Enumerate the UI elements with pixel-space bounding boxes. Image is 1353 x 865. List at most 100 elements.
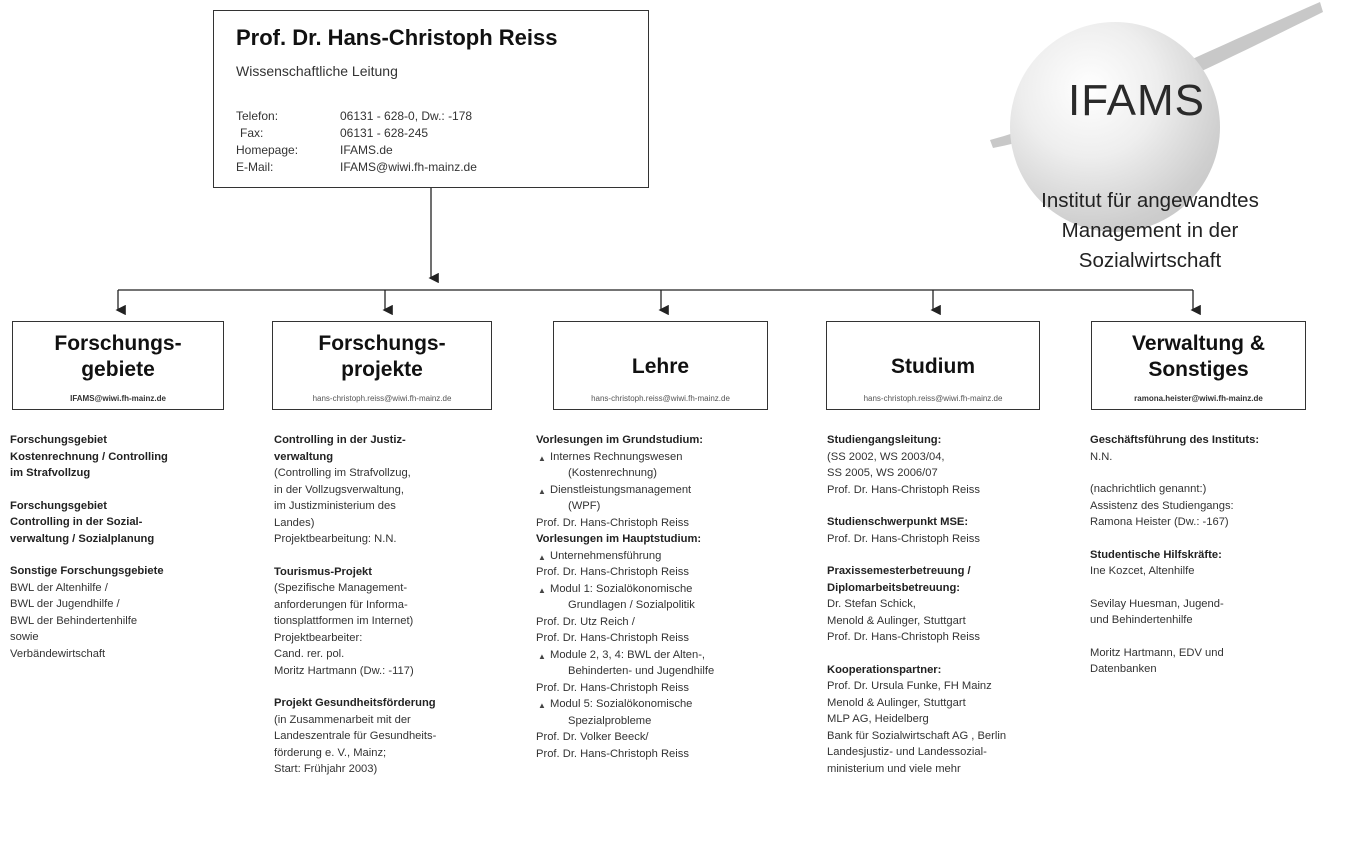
text-line: und Behindertenhilfe <box>1090 614 1193 626</box>
spacer <box>827 498 1087 514</box>
text-line: SS 2005, WS 2006/07 <box>827 467 938 479</box>
text-line: (Spezifische Management- <box>274 582 408 594</box>
text-line: im Justizministerium des <box>274 500 396 512</box>
bullet-item: Unternehmensführung <box>536 548 806 565</box>
bullet-item: Modul 5: Sozialökonomische <box>536 696 806 714</box>
contact-row-fax: Fax:06131 - 628-245 <box>236 126 428 140</box>
text-line: Spezialprobleme <box>568 714 652 727</box>
text-line: Cand. rer. pol. <box>274 648 345 660</box>
header-title: Studium <box>827 322 1039 380</box>
text-line: (Kostenrechnung) <box>568 467 657 479</box>
header-title: Verwaltung & Sonstiges <box>1092 322 1305 383</box>
text-line: (WPF) <box>568 500 601 512</box>
text-line: Moritz Hartmann (Dw.: -117) <box>274 664 414 677</box>
column-studium: Studiengangsleitung: (SS 2002, WS 2003/04… <box>827 432 1087 777</box>
text-line: Datenbanken <box>1090 663 1157 675</box>
spacer <box>274 679 534 695</box>
spacer <box>1090 629 1350 645</box>
logo-sphere <box>1010 22 1220 232</box>
text-line: Prof. Dr. Hans-Christoph Reiss <box>827 483 980 496</box>
text-line: BWL der Behindertenhilfe <box>10 614 138 627</box>
text-line: Verbändewirtschaft <box>10 647 106 660</box>
section-heading: Projekt Gesundheitsförderung <box>274 697 436 709</box>
text-line: N.N. <box>1090 450 1113 463</box>
section-heading: Studiengangsleitung: <box>827 434 942 446</box>
header-email[interactable]: ramona.heister@wiwi.fh-mainz.de <box>1134 394 1263 403</box>
header-title: Lehre <box>554 322 767 380</box>
bullet-item: Module 2, 3, 4: BWL der Alten-, <box>536 647 806 664</box>
contact-row-homepage: Homepage: IFAMS.de <box>236 143 393 157</box>
text-line: Moritz Hartmann, EDV und <box>1090 646 1224 659</box>
contact-value[interactable]: IFAMS.de <box>340 143 393 157</box>
section-heading: Studentische Hilfskräfte: <box>1090 548 1222 561</box>
contact-label: Telefon: <box>236 109 279 123</box>
text-line: Grundlagen / Sozialpolitik <box>568 599 695 611</box>
header-box-forschungsgebiete: Forschungs- gebiete IFAMS@wiwi.fh-mainz.… <box>12 321 224 410</box>
text-line: Behinderten- und Jugendhilfe <box>568 665 715 677</box>
director-name: Prof. Dr. Hans-Christoph Reiss <box>236 25 558 50</box>
spacer <box>1090 465 1350 481</box>
section-heading: Geschäftsführung des Instituts: <box>1090 434 1260 446</box>
text-line: Menold & Aulinger, Stuttgart <box>827 614 966 627</box>
text-line: Landeszentrale für Gesundheits- <box>274 730 437 742</box>
contact-value[interactable]: IFAMS@wiwi.fh-mainz.de <box>340 160 477 174</box>
text-line: Landesjustiz- und Landessozial- <box>827 746 987 758</box>
text-line: Projektbearbeitung: N.N. <box>274 533 397 545</box>
section-heading: Kostenrechnung / Controlling <box>10 450 168 463</box>
section-heading: Sonstige Forschungsgebiete <box>10 565 164 577</box>
text-line: anforderungen für Informa- <box>274 598 408 611</box>
contact-label: Homepage: <box>236 143 299 157</box>
text-line: Projektbearbeiter: <box>274 631 363 644</box>
section-heading: Vorlesungen im Grundstudium: <box>536 434 703 446</box>
contact-label: E-Mail: <box>236 160 274 174</box>
text-line: Prof. Dr. Hans-Christoph Reiss <box>536 566 689 578</box>
bullet-item: Internes Rechnungswesen <box>536 449 806 466</box>
connector-lines <box>115 188 1201 316</box>
header-box-forschungsprojekte: Forschungs- projekte hans-christoph.reis… <box>272 321 492 410</box>
section-heading: Forschungsgebiet <box>10 434 107 446</box>
column-verwaltung: Geschäftsführung des Instituts: N.N. (nach… <box>1090 432 1350 678</box>
header-title: Forschungs- projekte <box>273 322 491 383</box>
text-line: Start: Frühjahr 2003) <box>274 763 378 775</box>
header-title: Forschungs- gebiete <box>13 322 223 383</box>
institute-line: Sozialwirtschaft <box>1078 249 1222 272</box>
text-line: Prof. Dr. Hans-Christoph Reiss <box>536 747 689 760</box>
section-heading: Kooperationspartner: <box>827 663 942 676</box>
spacer <box>10 482 250 498</box>
header-box-lehre: Lehre hans-christoph.reiss@wiwi.fh-mainz… <box>553 321 768 410</box>
contact-row-email: E-Mail: IFAMS@wiwi.fh-mainz.de <box>236 160 477 174</box>
text-line: BWL der Jugendhilfe / <box>10 598 120 610</box>
text-line: (in Zusammenarbeit mit der <box>274 713 411 726</box>
section-heading: Controlling in der Sozial- <box>10 516 143 528</box>
header-title-line: projekte <box>341 358 423 381</box>
section-heading: im Strafvollzug <box>10 467 91 479</box>
column-lehre: Vorlesungen im Grundstudium: Internes Rec… <box>536 432 806 762</box>
header-title-line: Verwaltung & <box>1131 332 1266 355</box>
section-heading: Praxissemesterbetreuung / <box>827 565 971 577</box>
spacer <box>827 547 1087 563</box>
institute-name: Institut für angewandtes Management in d… <box>980 186 1320 276</box>
text-line: (nachrichtlich genannt:) <box>1090 483 1207 495</box>
header-email[interactable]: hans-christoph.reiss@wiwi.fh-mainz.de <box>863 394 1003 403</box>
text-line: ministerium und viele mehr <box>827 762 961 775</box>
text-line: Prof. Dr. Hans-Christoph Reiss <box>536 681 689 694</box>
text-line: (SS 2002, WS 2003/04, <box>827 450 945 463</box>
header-email[interactable]: hans-christoph.reiss@wiwi.fh-mainz.de <box>312 394 452 403</box>
text-line: MLP AG, Heidelberg <box>827 713 929 725</box>
logo-text: IFAMS <box>1068 76 1206 125</box>
text-line: Sevilay Huesman, Jugend- <box>1090 597 1224 610</box>
text-line: Bank für Sozialwirtschaft AG , Berlin <box>827 729 1007 742</box>
spacer <box>1090 580 1350 596</box>
section-heading: Diplomarbeitsbetreuung: <box>827 581 961 594</box>
section-heading: Studienschwerpunkt MSE: <box>827 516 969 528</box>
text-line: in der Vollzugsverwaltung, <box>274 483 404 496</box>
text-line: Ine Kozcet, Altenhilfe <box>1090 565 1195 577</box>
header-email[interactable]: IFAMS@wiwi.fh-mainz.de <box>70 394 166 403</box>
column-forschungsprojekte: Controlling in der Justiz-verwaltung(Con… <box>274 432 534 778</box>
text-line: Landes) <box>274 516 315 529</box>
institute-line: Management in der <box>1061 219 1239 242</box>
header-email[interactable]: hans-christoph.reiss@wiwi.fh-mainz.de <box>591 394 730 403</box>
director-box: Prof. Dr. Hans-Christoph Reiss Wissensch… <box>213 10 649 188</box>
bullet-item: Dienstleistungsmanagement <box>536 482 806 499</box>
